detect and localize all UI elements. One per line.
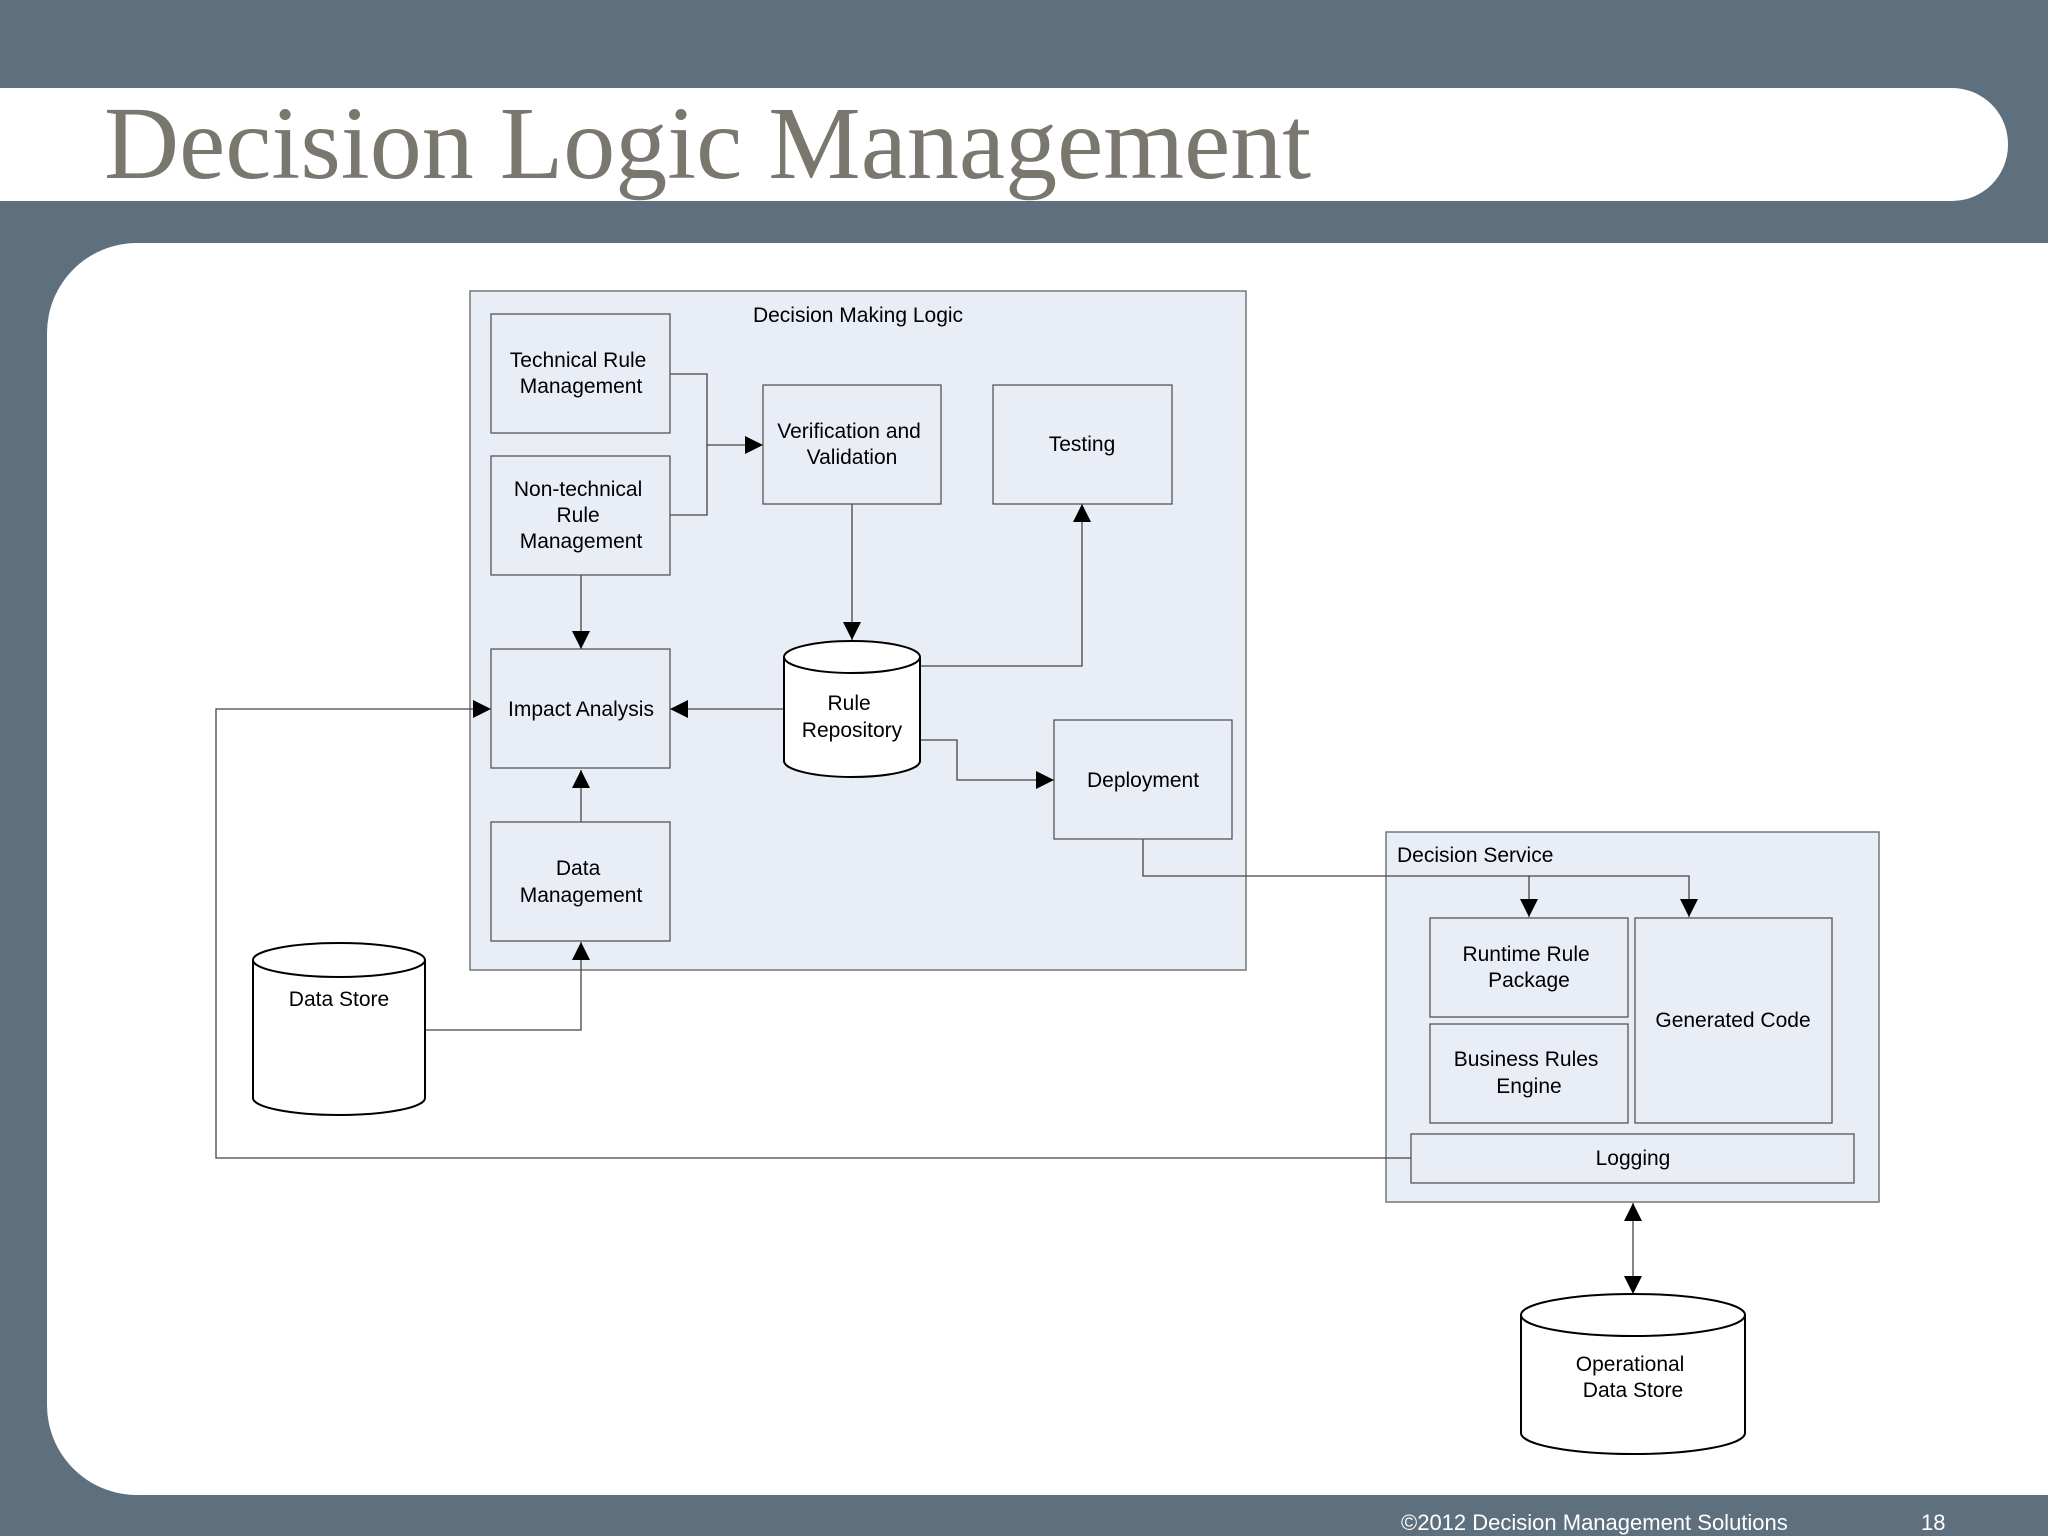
impact-analysis-box [490,648,671,769]
deployment-box [1053,719,1233,840]
title-band [0,88,2008,201]
logging-label: Logging [1596,1147,1671,1170]
testing-box [992,384,1173,505]
connector-datastore-to-datamgmt [425,942,590,1031]
technical-rule-management-box [490,313,671,434]
data-management-box [490,821,671,942]
non-technical-rule-management-box [490,455,671,576]
rule-repository-cylinder [783,640,921,778]
connector-repository-to-testing [920,504,1091,667]
runtime-rule-package-box [1429,917,1629,1018]
data-store-label: Data Store [289,988,389,1011]
operational-data-store-cylinder [1520,1293,1746,1455]
impact-analysis-label: Impact Analysis [508,698,654,721]
connector-technical-to-verification [670,373,763,454]
group-label-decision-service: Decision Service [1397,844,1553,867]
testing-label: Testing [1049,433,1116,456]
connector-nontechnical-to-verification [670,445,708,516]
logging-box [1410,1133,1855,1184]
slide-title: Decision Logic Management [104,86,1312,201]
group-label-decision-making-logic: Decision Making Logic [753,304,963,327]
connector-logging-to-impact [215,700,1411,1159]
operational-data-store-label: Operational Data Store [1576,1353,1690,1402]
technical-rule-management-label: Technical Rule Management [510,349,652,398]
data-store-cylinder [252,942,426,1116]
business-rules-engine-label: Business Rules Engine [1454,1048,1605,1098]
rule-repository-label: Rule Repository [802,692,903,742]
generated-code-box [1634,917,1833,1124]
runtime-rule-package-label: Runtime Rule Package [1462,943,1595,992]
generated-code-label: Generated Code [1655,1009,1810,1032]
verification-validation-label: Verification and Validation [777,420,926,469]
data-management-label: Data Management [520,857,643,907]
deployment-label: Deployment [1087,769,1199,792]
non-technical-rule-management-label: Non-technical Rule Management [514,478,648,553]
business-rules-engine-box [1429,1023,1629,1124]
verification-validation-box [762,384,942,505]
connector-deployment-to-runtime [1142,839,1538,917]
connector-deployment-to-generated [1529,875,1698,917]
connector-repository-to-deployment [920,739,1054,789]
footer-page-number: 18 [1921,1510,1946,1535]
footer-copyright: ©2012 Decision Management Solutions [1401,1510,1788,1535]
